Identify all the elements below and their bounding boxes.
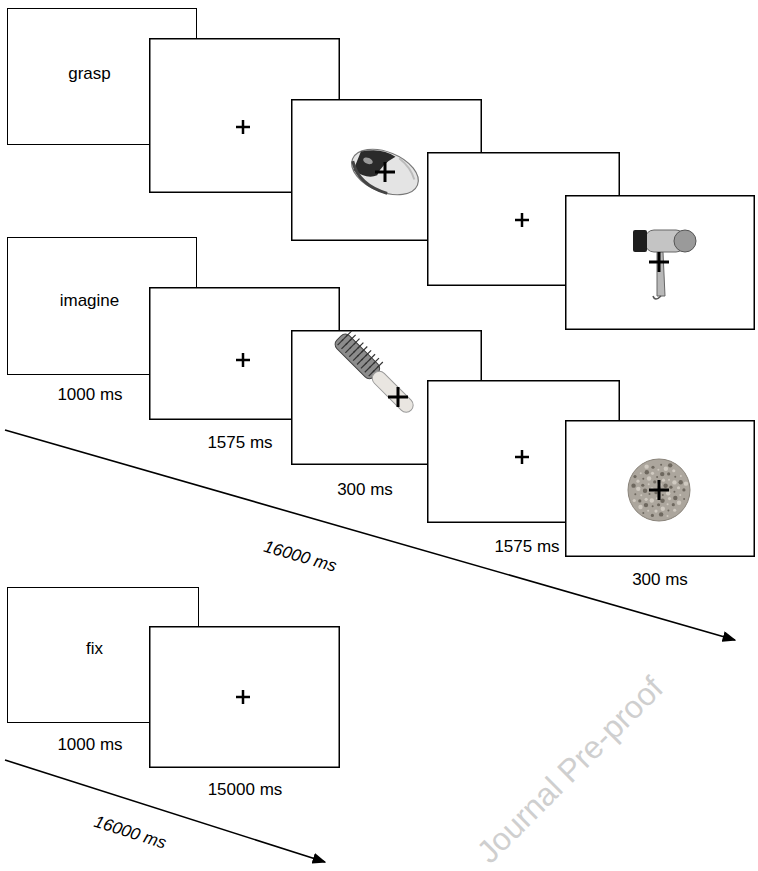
watermark: Journal Pre-proof [469, 669, 671, 871]
fixation-cross [236, 120, 250, 134]
fixation-cross [236, 690, 250, 704]
mouse-picture [345, 140, 425, 203]
sponge-picture [628, 459, 690, 521]
block-duration: 16000 ms [261, 537, 338, 577]
fixation-cross [515, 213, 529, 227]
event-duration: 1000 ms [57, 735, 122, 755]
event-duration: 15000 ms [208, 780, 283, 800]
instruction-word: fix [86, 639, 103, 659]
hairdryer-picture [633, 230, 696, 299]
event-duration: 300 ms [337, 480, 393, 500]
fixation-cross [236, 353, 250, 367]
screen-frame [566, 421, 755, 557]
screen-frame [150, 627, 340, 768]
time-arrow [5, 760, 325, 862]
stimulus-screen [565, 420, 755, 557]
event-duration: 1575 ms [207, 433, 272, 453]
brush-picture [333, 330, 421, 416]
screen-frame [566, 196, 755, 330]
event-duration: 1000 ms [57, 385, 122, 405]
event-duration: 300 ms [632, 570, 688, 590]
instruction-word: imagine [60, 291, 120, 311]
fixation-cross [649, 480, 669, 500]
fixation-cross [649, 252, 669, 272]
fixation-cross [515, 450, 529, 464]
fixation-screen [149, 626, 340, 768]
event-duration: 1575 ms [494, 537, 559, 557]
fixation-cross [388, 387, 408, 407]
block-duration: 16000 ms [91, 812, 168, 854]
instruction-word: grasp [68, 64, 111, 84]
fixation-cross [375, 162, 395, 182]
stimulus-screen [565, 195, 755, 330]
